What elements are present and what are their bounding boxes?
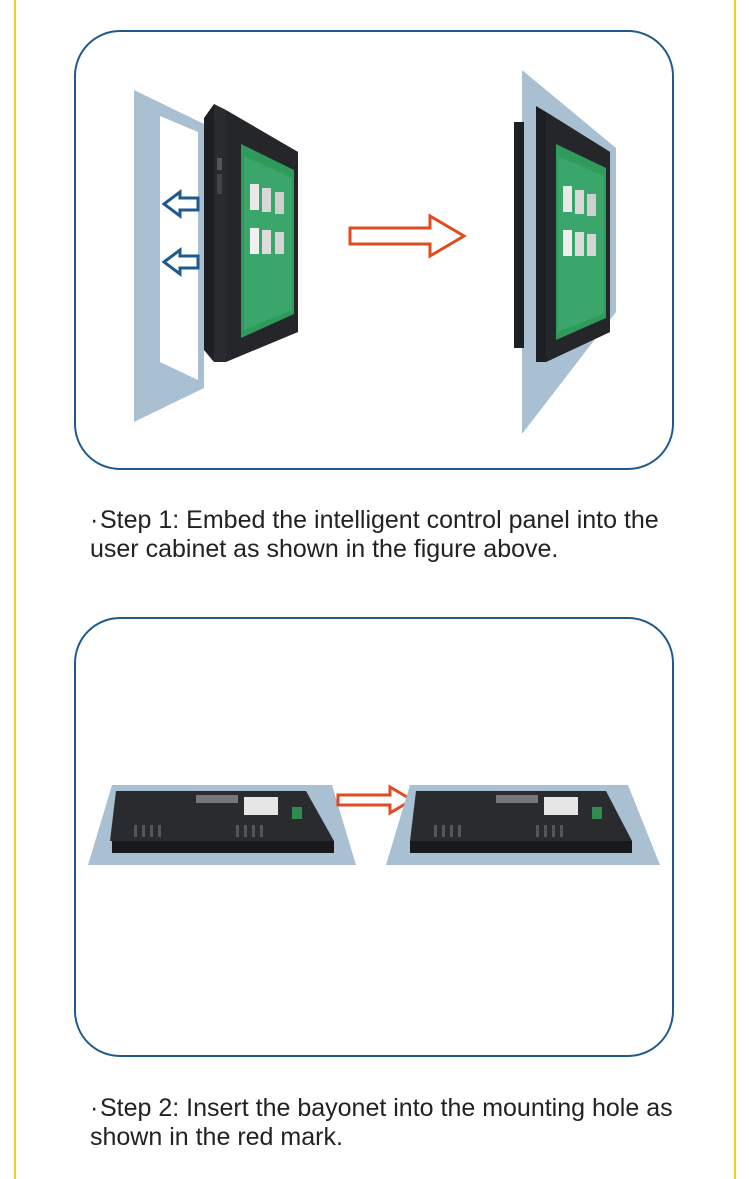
- step-2-illustration: [74, 617, 674, 1057]
- left-accent-line: [14, 0, 16, 1179]
- arrow-right-icon: [336, 784, 415, 816]
- arrow-left-icon: [161, 189, 200, 277]
- step-1-caption: ·Step 1: Embed the intelligent control p…: [90, 506, 659, 563]
- step-2-caption: ·Step 2: Insert the bayonet into the mou…: [90, 1094, 673, 1151]
- hmi-back-left: [110, 791, 334, 853]
- hmi-panel-right: [514, 106, 610, 362]
- hmi-back-right: [410, 791, 632, 853]
- step-1-text: Step 1: Embed the intelligent control pa…: [90, 506, 659, 563]
- hmi-panel-left: [204, 104, 298, 362]
- arrow-right-icon: [348, 213, 467, 259]
- step-2-text: Step 2: Insert the bayonet into the moun…: [90, 1094, 673, 1151]
- right-accent-line: [734, 0, 736, 1179]
- step-1-illustration: [74, 30, 674, 470]
